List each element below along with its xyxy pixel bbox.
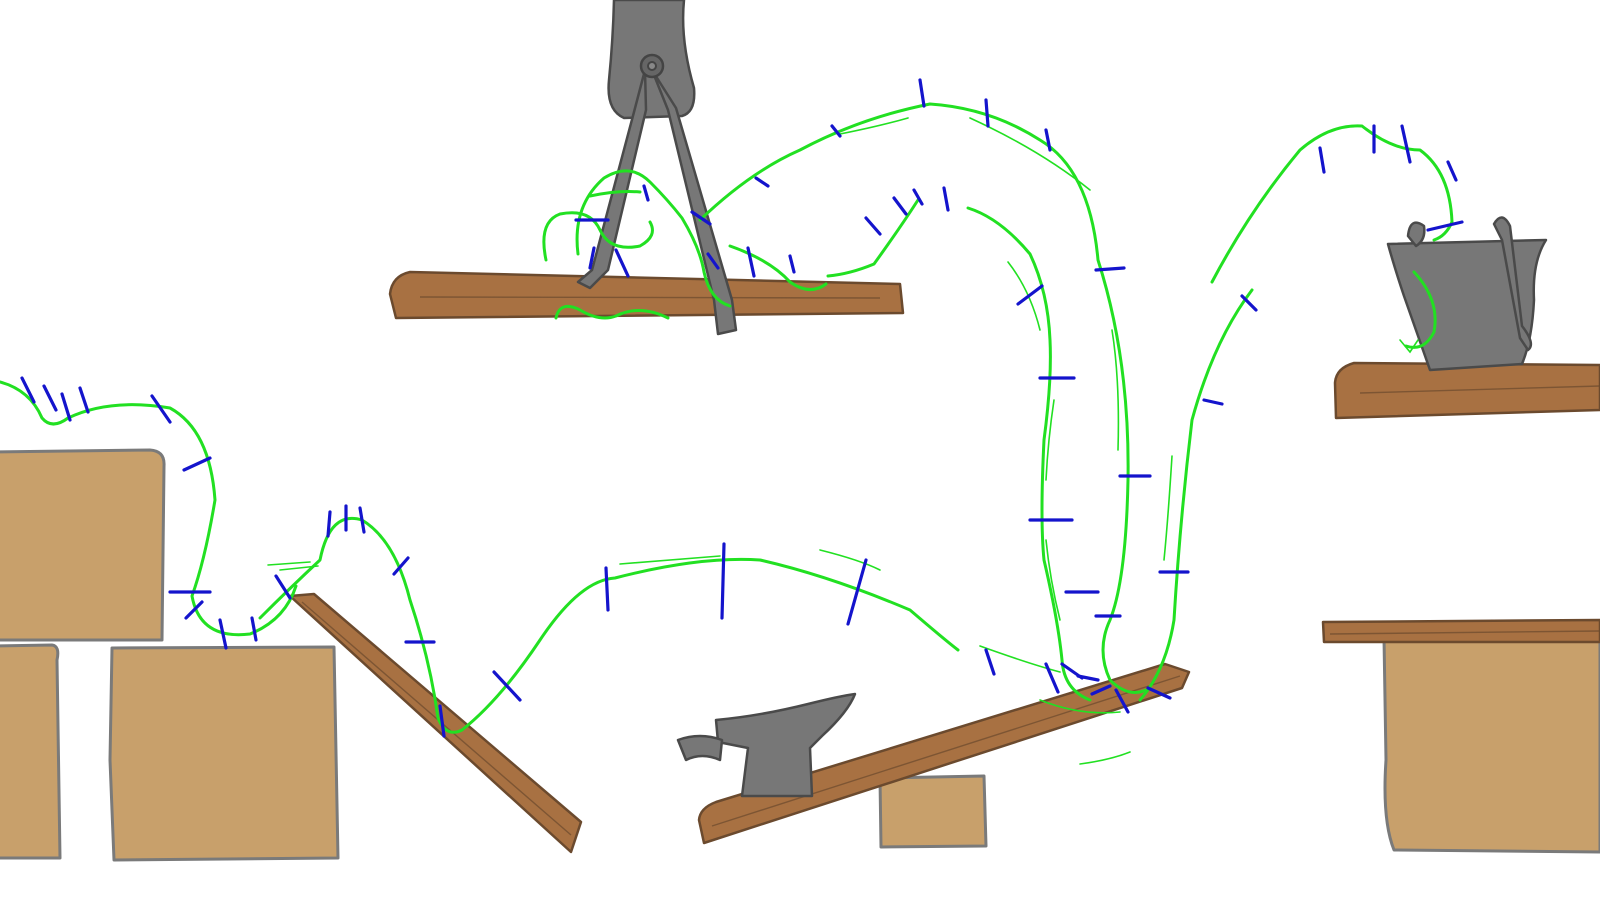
trajectory-tick xyxy=(1146,686,1172,700)
trajectory-tick xyxy=(642,184,650,202)
metal-bucket[interactable] xyxy=(1386,216,1548,372)
trajectory-tick xyxy=(720,542,726,620)
trajectory-tick xyxy=(1044,662,1060,694)
trajectory-tick xyxy=(42,384,58,412)
trajectory-tick xyxy=(746,246,756,278)
crate-right[interactable] xyxy=(1382,634,1600,854)
trajectory-tick xyxy=(1094,266,1126,272)
trajectory-tick xyxy=(864,216,882,236)
crate[interactable] xyxy=(0,643,62,860)
trajectory-tick xyxy=(892,196,908,216)
trajectory-tick xyxy=(218,618,228,650)
trajectory-tick xyxy=(1090,684,1112,696)
trajectory-tick xyxy=(438,704,446,738)
trajectory-tick xyxy=(1240,294,1258,312)
trajectory-tick xyxy=(1044,128,1052,152)
ramp-plank[interactable] xyxy=(288,592,583,854)
trajectory-tick xyxy=(706,252,720,270)
trajectory-tick xyxy=(274,574,292,600)
trajectory-trails xyxy=(0,102,1454,765)
trajectory-tick xyxy=(604,566,610,612)
plank-right-upper[interactable] xyxy=(1333,361,1600,420)
crate[interactable] xyxy=(108,645,340,862)
trajectory-tick xyxy=(830,124,842,138)
plank-top-middle[interactable] xyxy=(388,270,905,320)
trajectory-tick xyxy=(614,248,630,278)
trajectory-tick xyxy=(1202,398,1224,406)
trajectory-tick xyxy=(1016,284,1044,306)
trajectory-tick xyxy=(690,210,712,226)
trajectory-tick xyxy=(1114,688,1130,714)
trajectory-tick xyxy=(60,392,72,422)
trajectory-tick xyxy=(1446,160,1458,182)
crate-stack-left[interactable] xyxy=(0,448,340,862)
trajectory-tick xyxy=(984,98,990,128)
trajectory-tick xyxy=(984,648,996,676)
trajectory-tick xyxy=(492,670,522,702)
trajectory-tick xyxy=(182,456,212,472)
trajectory-tick xyxy=(184,600,204,620)
plank-right-lower[interactable] xyxy=(1321,618,1600,644)
trajectory-tick xyxy=(588,246,596,270)
trajectory-tick xyxy=(846,558,868,626)
trajectory-tick xyxy=(326,510,332,538)
trajectory-tick xyxy=(78,386,90,414)
trajectory-tick xyxy=(754,176,770,188)
anvil[interactable] xyxy=(676,692,857,798)
trajectory-tick xyxy=(392,556,410,576)
trajectory-tick xyxy=(20,376,36,404)
trajectory-tick xyxy=(150,394,172,424)
trajectory-tick xyxy=(1400,124,1412,164)
trajectory-ticks xyxy=(20,78,1464,738)
crate-small-under-seesaw[interactable] xyxy=(878,774,988,849)
trajectory-tick xyxy=(788,254,796,274)
trajectory-tick xyxy=(250,616,258,642)
trajectory-tick xyxy=(918,78,926,108)
trajectory-tick xyxy=(1076,674,1100,682)
trajectory-tick xyxy=(1318,146,1326,174)
trajectory-tick xyxy=(942,186,950,212)
crate[interactable] xyxy=(0,448,166,642)
trajectory-tick xyxy=(912,188,924,206)
trajectory-tick xyxy=(1426,220,1464,232)
trajectory-tick xyxy=(358,506,366,534)
